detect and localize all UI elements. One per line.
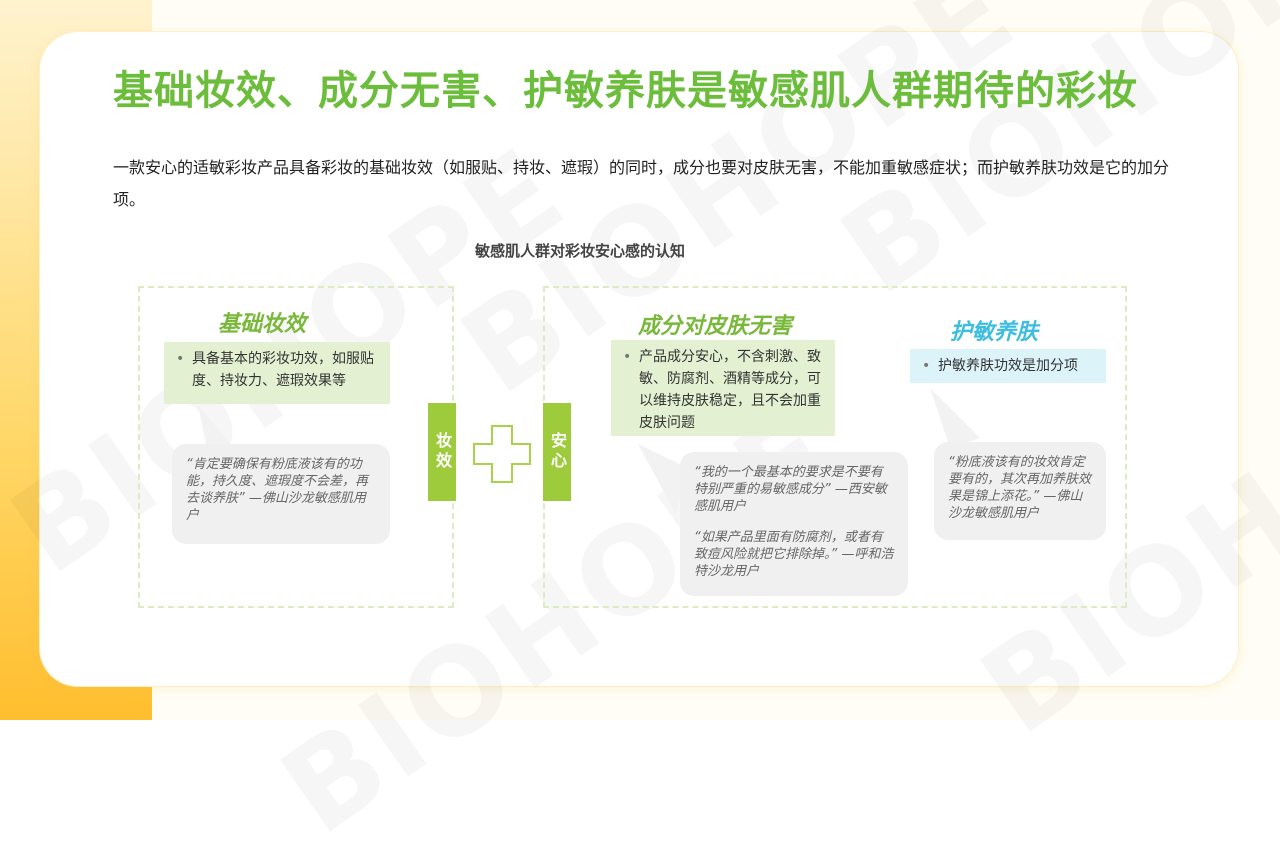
intro-paragraph: 一款安心的适敏彩妆产品具备彩妆的基础妆效（如服贴、持妆、遮瑕）的同时，成分也要对… <box>113 158 1170 209</box>
page-title: 基础妆效、成分无害、护敏养肤是敏感肌人群期待的彩妆 <box>113 68 1138 114</box>
label-bar-makeup: 妆效 <box>428 403 456 501</box>
heading-skin-care: 护敏养肤 <box>950 320 1039 345</box>
label-bar-peace: 安心 <box>543 403 571 501</box>
plus-icon <box>473 425 531 483</box>
quote-text: “肯定要确保有粉底液该有的功能，持久度、遮瑕度不会差，再去谈养肤” —佛山沙龙敏… <box>186 457 369 523</box>
quote-text: “如果产品里面有防腐剂，或者有致痘风险就把它排除掉。” —呼和浩特沙龙用户 <box>694 530 894 579</box>
speech-tail <box>638 444 688 514</box>
quote-text: “粉底液该有的妆效肯定要有的，其次再加养肤效果是锦上添花。” —佛山沙龙敏感肌用… <box>948 455 1092 521</box>
quote-text: “我的一个最基本的要求是不要有特别严重的易敏感成分” —西安敏感肌用户 <box>694 465 887 514</box>
bullet-ingredient-safe: 产品成分安心，不含刺激、致敏、防腐剂、酒精等成分，可以维持皮肤稳定，且不会加重皮… <box>611 340 835 436</box>
quote-skin-care: “粉底液该有的妆效肯定要有的，其次再加养肤效果是锦上添花。” —佛山沙龙敏感肌用… <box>934 442 1106 540</box>
quote-basic-makeup: “肯定要确保有粉底液该有的功能，持久度、遮瑕度不会差，再去谈养肤” —佛山沙龙敏… <box>172 444 390 544</box>
heading-ingredient-safe: 成分对皮肤无害 <box>638 314 793 339</box>
heading-basic-makeup: 基础妆效 <box>218 312 307 337</box>
bullet-skin-care: 护敏养肤功效是加分项 <box>910 349 1106 383</box>
quote-ingredient-safe: “我的一个最基本的要求是不要有特别严重的易敏感成分” —西安敏感肌用户 “如果产… <box>680 452 908 596</box>
bullet-basic-makeup: 具备基本的彩妆功效，如服贴度、持妆力、遮瑕效果等 <box>164 342 390 404</box>
figure-title: 敏感肌人群对彩妆安心感的认知 <box>474 242 685 260</box>
speech-tail <box>198 405 238 453</box>
speech-tail <box>930 388 980 448</box>
